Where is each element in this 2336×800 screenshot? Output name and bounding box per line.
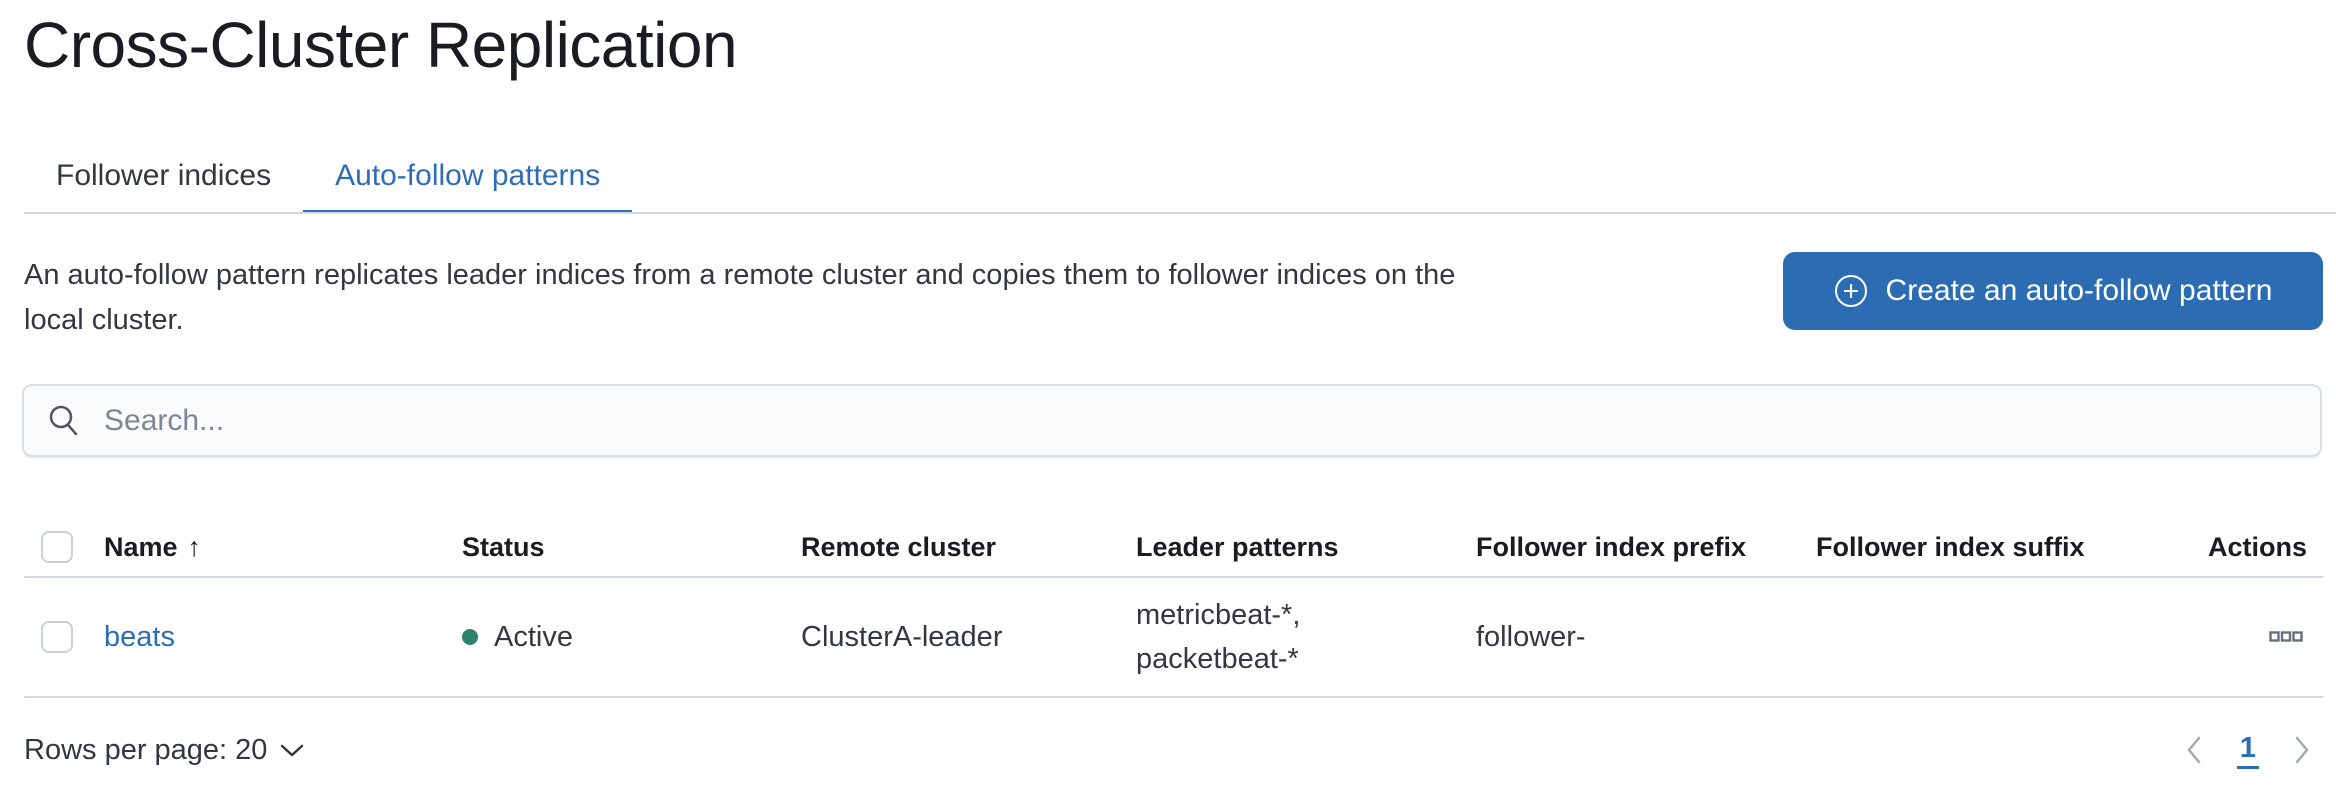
page-title: Cross-Cluster Replication bbox=[24, 9, 738, 81]
auto-follow-patterns-table: Name↑ Status Remote cluster Leader patte… bbox=[24, 518, 2323, 698]
leader-pattern-line: metricbeat-*, bbox=[1136, 599, 1301, 631]
chevron-left-icon bbox=[2185, 735, 2203, 765]
table-row: beats Active ClusterA-leader metricbeat-… bbox=[24, 578, 2323, 698]
column-header-actions: Actions bbox=[2207, 531, 2307, 562]
column-header-name[interactable]: Name↑ bbox=[104, 531, 202, 562]
tab-bar: Follower indices Auto-follow patterns bbox=[24, 142, 633, 214]
description-line: local cluster. bbox=[24, 304, 184, 336]
sort-ascending-arrow-icon: ↑ bbox=[187, 531, 202, 562]
tab-bar-divider bbox=[24, 212, 2336, 214]
page-number-1[interactable]: 1 bbox=[2236, 732, 2259, 769]
row-actions-button[interactable] bbox=[2265, 627, 2307, 647]
leader-patterns-value: metricbeat-*, packetbeat-* bbox=[1120, 593, 1460, 681]
next-page-button[interactable] bbox=[2289, 731, 2315, 769]
column-header-follower-index-prefix: Follower index prefix bbox=[1476, 531, 1747, 562]
tab-label: Auto-follow patterns bbox=[335, 159, 601, 192]
boxes-horizontal-icon bbox=[2269, 631, 2303, 643]
description-line: An auto-follow pattern replicates leader… bbox=[24, 259, 1456, 291]
pagination: 1 bbox=[2181, 731, 2323, 769]
status-active-dot-icon bbox=[462, 629, 478, 645]
chevron-right-icon bbox=[2293, 735, 2311, 765]
search-input[interactable] bbox=[104, 403, 2298, 438]
page-description: An auto-follow pattern replicates leader… bbox=[24, 253, 1769, 343]
select-all-checkbox[interactable] bbox=[41, 531, 73, 563]
pattern-name-link[interactable]: beats bbox=[104, 620, 175, 653]
tab-auto-follow-patterns[interactable]: Auto-follow patterns bbox=[303, 142, 633, 214]
remote-cluster-value: ClusterA-leader bbox=[801, 620, 1003, 653]
search-icon bbox=[46, 403, 82, 439]
table-header-row: Name↑ Status Remote cluster Leader patte… bbox=[24, 518, 2323, 578]
create-button-label: Create an auto-follow pattern bbox=[1885, 274, 2273, 307]
create-auto-follow-pattern-button[interactable]: Create an auto-follow pattern bbox=[1783, 252, 2323, 330]
column-header-leader-patterns: Leader patterns bbox=[1136, 531, 1339, 562]
follower-index-prefix-value: follower- bbox=[1476, 620, 1586, 653]
leader-pattern-line: packetbeat-* bbox=[1136, 643, 1299, 675]
row-checkbox[interactable] bbox=[41, 621, 73, 653]
plus-in-circle-icon bbox=[1834, 274, 1868, 308]
tab-label: Follower indices bbox=[56, 159, 272, 192]
column-header-status: Status bbox=[462, 531, 545, 562]
chevron-down-icon bbox=[279, 742, 305, 758]
rows-per-page-label: Rows per page: 20 bbox=[24, 733, 268, 766]
status-label: Active bbox=[494, 620, 573, 653]
column-header-follower-index-suffix: Follower index suffix bbox=[1816, 531, 2085, 562]
previous-page-button[interactable] bbox=[2181, 731, 2207, 769]
column-header-remote-cluster: Remote cluster bbox=[801, 531, 997, 562]
rows-per-page-button[interactable]: Rows per page: 20 bbox=[24, 734, 305, 767]
tab-follower-indices[interactable]: Follower indices bbox=[24, 142, 303, 214]
search-bar bbox=[22, 384, 2322, 457]
table-footer: Rows per page: 20 1 bbox=[24, 700, 2323, 800]
